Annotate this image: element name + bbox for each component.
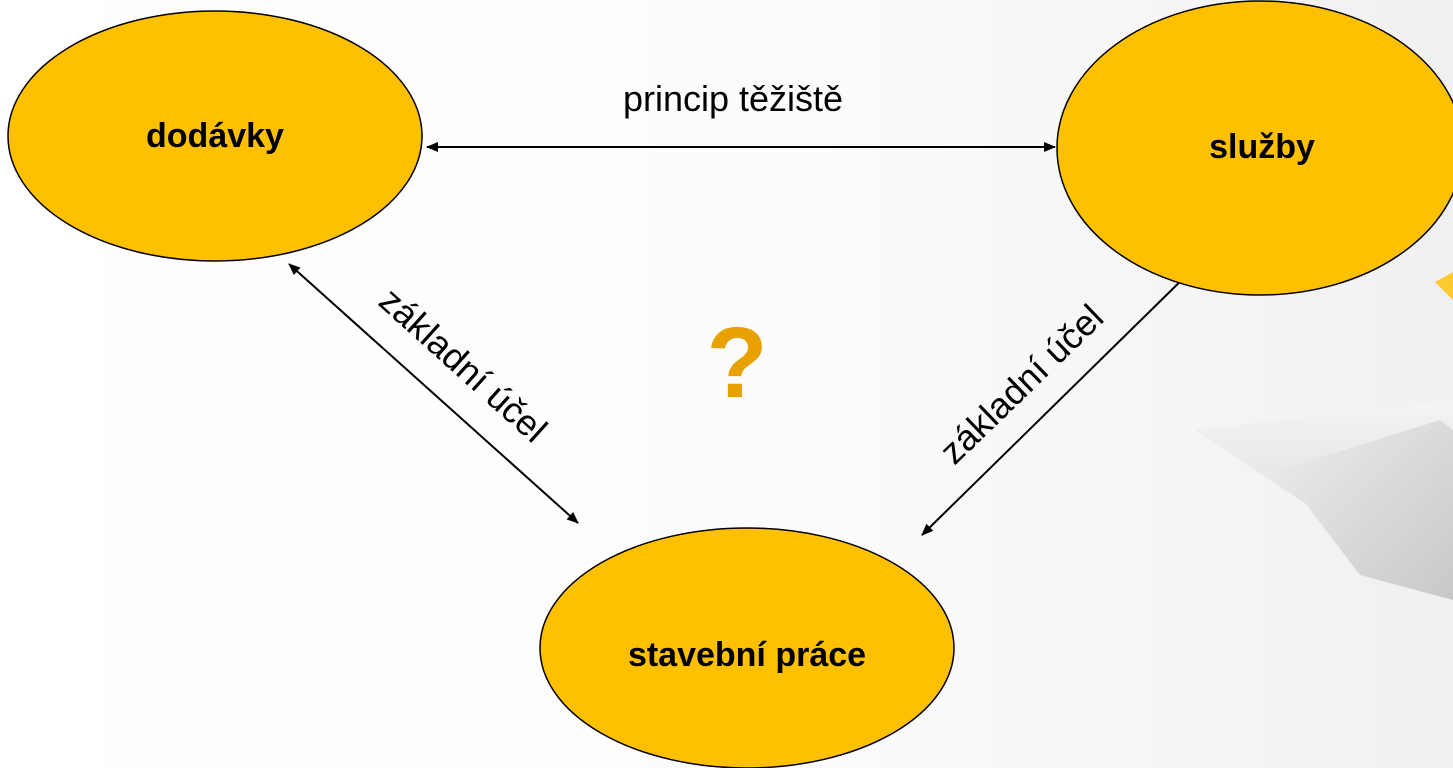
node-sluzby-label: služby <box>1209 128 1315 166</box>
paper-boat-decoration <box>1195 272 1453 600</box>
node-dodavky-label: dodávky <box>146 117 284 155</box>
edge-right-arrow <box>921 266 1196 536</box>
node-dodavky: dodávky <box>7 10 423 262</box>
center-question-mark: ? <box>706 307 767 419</box>
edge-top-label: princip těžiště <box>623 78 843 119</box>
edge-left-arrow <box>288 263 579 524</box>
node-stavebni-prace-label: stavební práce <box>628 636 866 674</box>
node-stavebni-prace: stavební práce <box>539 527 955 768</box>
node-sluzby: služby <box>1056 0 1453 296</box>
